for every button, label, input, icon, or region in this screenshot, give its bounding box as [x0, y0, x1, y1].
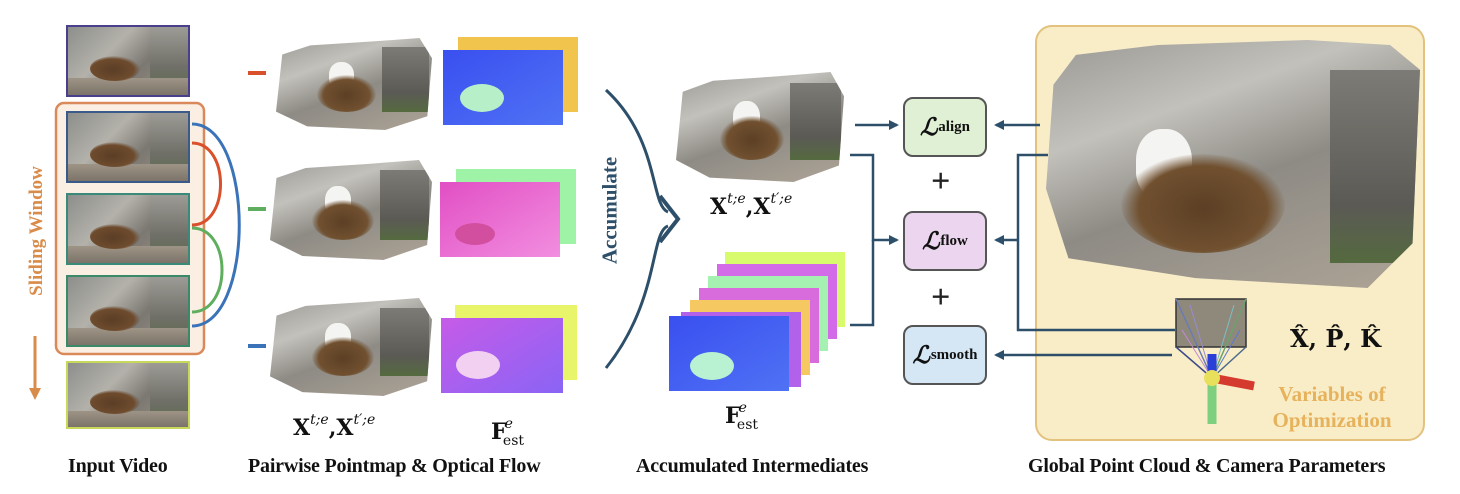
video-frame-2 [66, 111, 190, 183]
accumulate-curve-top [604, 88, 669, 214]
stack-card-front [669, 316, 789, 391]
accumulate-curve-bottom [604, 224, 669, 369]
accumulate-label: Accumulate [597, 156, 622, 265]
pair-arc-green [191, 226, 224, 314]
accumulate-chevron [658, 194, 681, 244]
pair-arc-blue [191, 122, 241, 328]
flow-card-front-1 [443, 50, 563, 125]
variables-label: Variables of Optimization [1272, 382, 1392, 432]
arrow-pointmap-flow [850, 153, 899, 245]
video-frame-4 [66, 275, 190, 347]
video-frame-3 [66, 193, 190, 265]
plus-sign-1: + [931, 163, 951, 200]
flow-card-front-3 [441, 318, 563, 393]
pairwise-flow-math: Feest [491, 416, 525, 449]
line-camera-loop [1016, 153, 1175, 332]
caption-pairwise: Pairwise Pointmap & Optical Flow [248, 455, 541, 477]
flow-card-front-2 [440, 182, 560, 257]
pair-arc-red [191, 141, 222, 227]
pairwise-pointmap-math: Xt;e,Xt′;e [293, 412, 376, 441]
caption-input-video: Input Video [68, 455, 168, 477]
video-frame-1 [66, 25, 190, 97]
global-point-cloud [1046, 40, 1420, 288]
pointmap-2 [270, 160, 432, 260]
flow-bear-1 [460, 84, 504, 112]
accumulated-flow-math: Feest [725, 400, 759, 433]
pointmap-1 [276, 38, 432, 130]
variables-math: X̂, P̂, K̂ [1290, 324, 1381, 353]
sliding-window-label: Sliding Window [26, 166, 47, 296]
flow-bear-2 [455, 223, 495, 245]
accumulated-pointmap [676, 72, 844, 182]
caption-global: Global Point Cloud & Camera Parameters [1028, 455, 1386, 477]
flow-bear-3 [456, 351, 500, 379]
accumulated-pointmap-math: Xt;e,Xt′;e [710, 191, 793, 220]
plus-sign-2: + [931, 279, 951, 316]
arrow-flows-flow [850, 240, 875, 327]
pointmap-3 [270, 298, 432, 396]
camera-frustums [1175, 298, 1255, 424]
stack-flow-bear [690, 352, 734, 380]
caption-accumulated: Accumulated Intermediates [636, 455, 869, 477]
video-frame-5 [66, 361, 190, 429]
